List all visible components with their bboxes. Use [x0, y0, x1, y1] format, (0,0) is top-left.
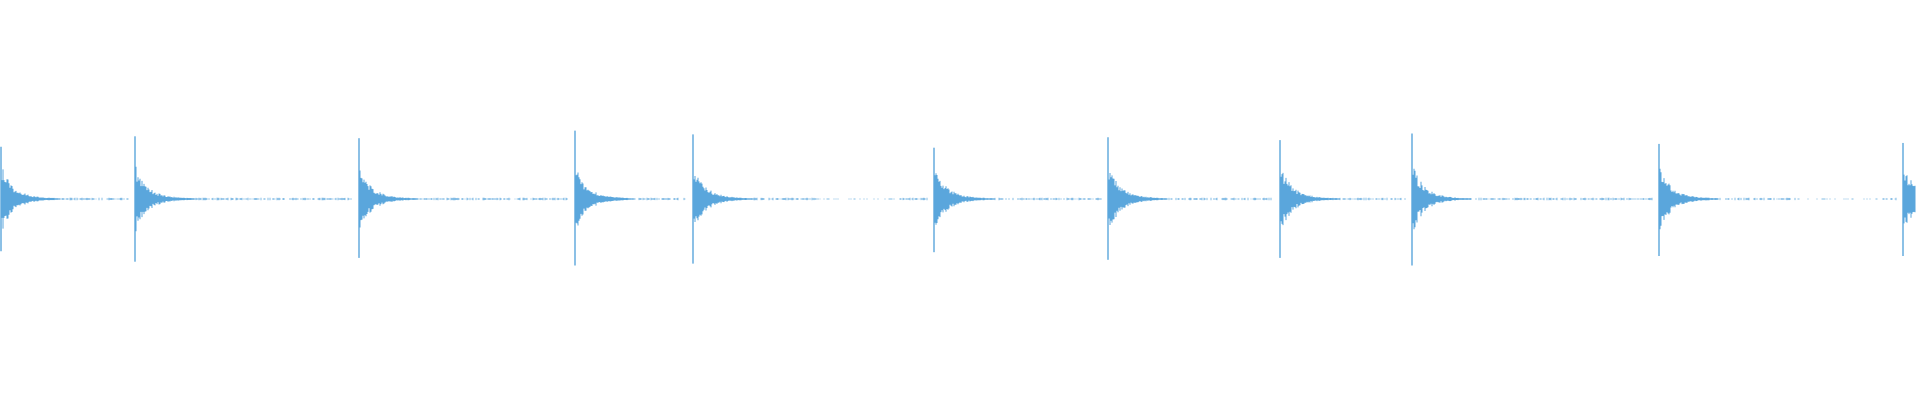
waveform-decay: [135, 166, 195, 232]
waveform-decay: [693, 176, 753, 222]
waveform-tail: [1168, 197, 1272, 201]
waveform-tail: [993, 197, 1102, 201]
waveform-transient: [1107, 137, 1168, 260]
waveform-decay: [934, 173, 994, 225]
waveform-tail: [634, 197, 686, 201]
waveform-transient: [358, 138, 419, 258]
waveform-decay: [1108, 173, 1168, 225]
waveform-transient: [1658, 143, 1719, 256]
waveform-tail: [1719, 197, 1897, 201]
waveform-transient: [574, 130, 635, 266]
waveform-decay: [1903, 174, 1916, 224]
waveform-tail: [1339, 197, 1406, 201]
waveform-tail-layer: [61, 197, 1897, 201]
waveform-tail: [61, 197, 129, 201]
waveform-transient: [0, 146, 61, 252]
waveform-transient: [1279, 140, 1340, 258]
waveform-transient: [692, 134, 753, 264]
waveform-transient: [933, 147, 994, 253]
waveform-transient: [1902, 142, 1916, 256]
waveform-tail: [1475, 197, 1653, 201]
waveform-decay: [1280, 172, 1340, 226]
waveform-noise: [823, 198, 895, 200]
waveform-decay: [1659, 168, 1719, 230]
waveform-tail: [194, 197, 352, 201]
waveform-decay: [1412, 168, 1472, 230]
waveform-decay: [359, 170, 419, 228]
waveform-transient: [134, 136, 195, 262]
waveform-tail: [419, 197, 568, 201]
waveform-tail: [752, 197, 928, 201]
waveform-decay: [575, 172, 635, 226]
waveform-decay: [1, 169, 61, 229]
waveform-transient: [1411, 133, 1472, 266]
waveform-transient-layer: [0, 130, 1916, 266]
waveform-noise: [1797, 198, 1878, 200]
